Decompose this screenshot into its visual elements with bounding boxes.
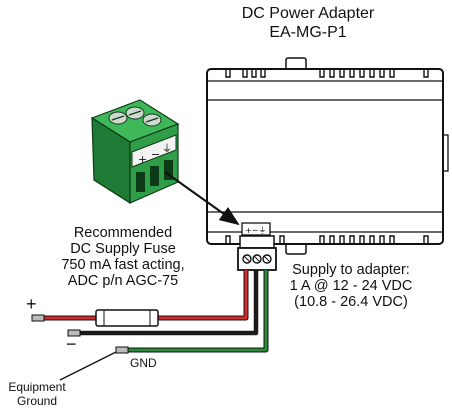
top-terminal-slots <box>225 69 429 78</box>
supply-note-line2: 1 A @ 12 - 24 VDC <box>289 278 413 294</box>
svg-text:+: + <box>138 153 147 166</box>
bottom-terminal-slots <box>225 235 429 244</box>
svg-text:⏚: ⏚ <box>162 143 172 155</box>
plus-sign: + <box>26 294 37 314</box>
adapter-model: EA-MG-P1 <box>269 24 347 41</box>
supply-note-line3: (10.8 - 26.4 VDC) <box>294 294 408 310</box>
supply-note-line1: Supply to adapter: <box>292 262 410 278</box>
inline-fuse <box>95 309 159 327</box>
svg-text:+−⏚: +−⏚ <box>245 226 266 235</box>
equipment-ground-note: Equipment Ground <box>2 380 72 408</box>
wire-ends <box>31 314 129 354</box>
adapter-title: DC Power Adapter EA-MG-P1 <box>228 4 388 42</box>
fuse-note-line1: Recommended <box>73 225 173 241</box>
adapter-title-line1: DC Power Adapter <box>241 5 375 22</box>
adapter-terminal-block: +−⏚ <box>237 222 277 271</box>
green-terminal-connector: + − ⏚ <box>90 99 180 205</box>
equipment-ground-line1: Equipment <box>8 380 66 394</box>
minus-sign: − <box>66 334 77 354</box>
gnd-label: GND <box>130 356 157 370</box>
ground-leader <box>59 351 117 381</box>
fuse-note: Recommended DC Supply Fuse 750 mA fast a… <box>38 225 208 289</box>
fuse-note-line2: DC Supply Fuse <box>70 241 176 257</box>
connector-arrow <box>164 171 240 226</box>
supply-note: Supply to adapter: 1 A @ 12 - 24 VDC (10… <box>276 262 426 310</box>
equipment-ground-line2: Ground <box>16 394 58 408</box>
fuse-note-line4: ADC p/n AGC-75 <box>67 273 179 289</box>
fuse-note-line3: 750 mA fast acting, <box>61 257 185 273</box>
svg-text:−: − <box>151 148 160 161</box>
